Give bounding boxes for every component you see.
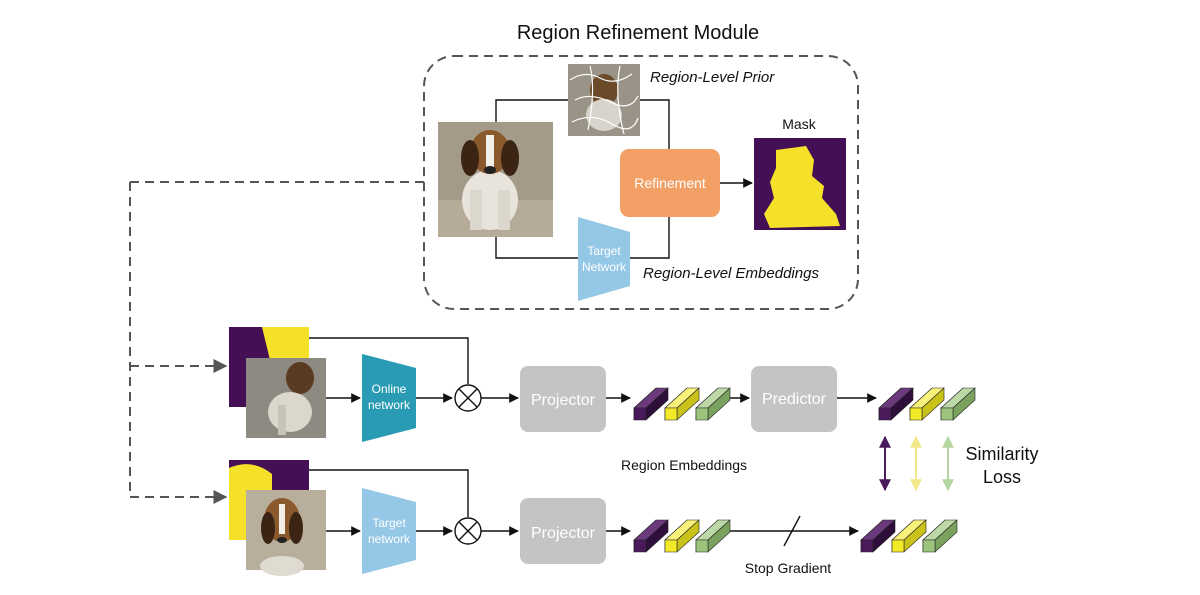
online-multiply-icon (454, 384, 482, 412)
online-mask-connector (309, 337, 469, 384)
dashed-feedback-lines (129, 181, 424, 504)
embedding-bar-yellow-end (891, 539, 905, 553)
online-projector-label: Projector (531, 392, 596, 409)
online-predictor (751, 366, 837, 432)
embedding-bar-purple-end (633, 539, 647, 553)
similarity-label-line2: Loss (983, 467, 1021, 487)
target-network-line2: network (368, 532, 411, 546)
region-prior-image (568, 64, 640, 136)
embedding-bars-stop-gradient (860, 519, 958, 553)
embedding-bar-green-end (922, 539, 936, 553)
mask-image (754, 138, 846, 230)
target-projector-label: Projector (531, 525, 596, 542)
module-target-network (578, 217, 630, 301)
similarity-label-line1: Similarity (965, 444, 1038, 464)
embedding-bar-green-end (695, 539, 709, 553)
online-network-line1: Online (372, 382, 407, 396)
target-dog-image (246, 490, 326, 576)
mask-label: Mask (782, 116, 816, 132)
online-dog-image (246, 358, 326, 438)
target-network (362, 488, 416, 574)
module-connectors (495, 99, 753, 259)
online-network (362, 354, 416, 442)
target-mask-connector (309, 469, 469, 517)
region-embeddings-caption: Region Embeddings (621, 457, 747, 473)
embedding-bar-purple-end (878, 407, 892, 421)
target-network-line1: Target (372, 516, 406, 530)
module-target-network-line1: Target (587, 244, 621, 258)
embedding-bars-online-predictor (878, 387, 976, 421)
stop-gradient-slash (783, 515, 801, 547)
target-multiply-icon (454, 517, 482, 545)
online-predictor-label: Predictor (762, 391, 827, 408)
online-network-line2: network (368, 398, 411, 412)
online-projector (520, 366, 606, 432)
refinement-label: Refinement (634, 175, 706, 191)
embedding-bar-yellow-end (664, 539, 678, 553)
dog-image-main (438, 122, 553, 237)
embedding-bars-target-projector (633, 519, 731, 553)
embedding-bar-green-end (940, 407, 954, 421)
embedding-bar-yellow-end (664, 407, 678, 421)
stop-gradient-label: Stop Gradient (745, 560, 831, 576)
embedding-bars-online-projector (633, 387, 731, 421)
embedding-bar-green-end (695, 407, 709, 421)
module-target-network-line2: Network (582, 260, 627, 274)
embedding-bar-yellow-end (909, 407, 923, 421)
module-title: Region Refinement Module (517, 22, 759, 44)
embedding-bar-purple-end (860, 539, 874, 553)
region-embeddings-label: Region-Level Embeddings (643, 265, 819, 282)
refinement-box (620, 149, 720, 217)
target-projector (520, 498, 606, 564)
embedding-bar-purple-end (633, 407, 647, 421)
region-prior-label: Region-Level Prior (650, 69, 775, 86)
